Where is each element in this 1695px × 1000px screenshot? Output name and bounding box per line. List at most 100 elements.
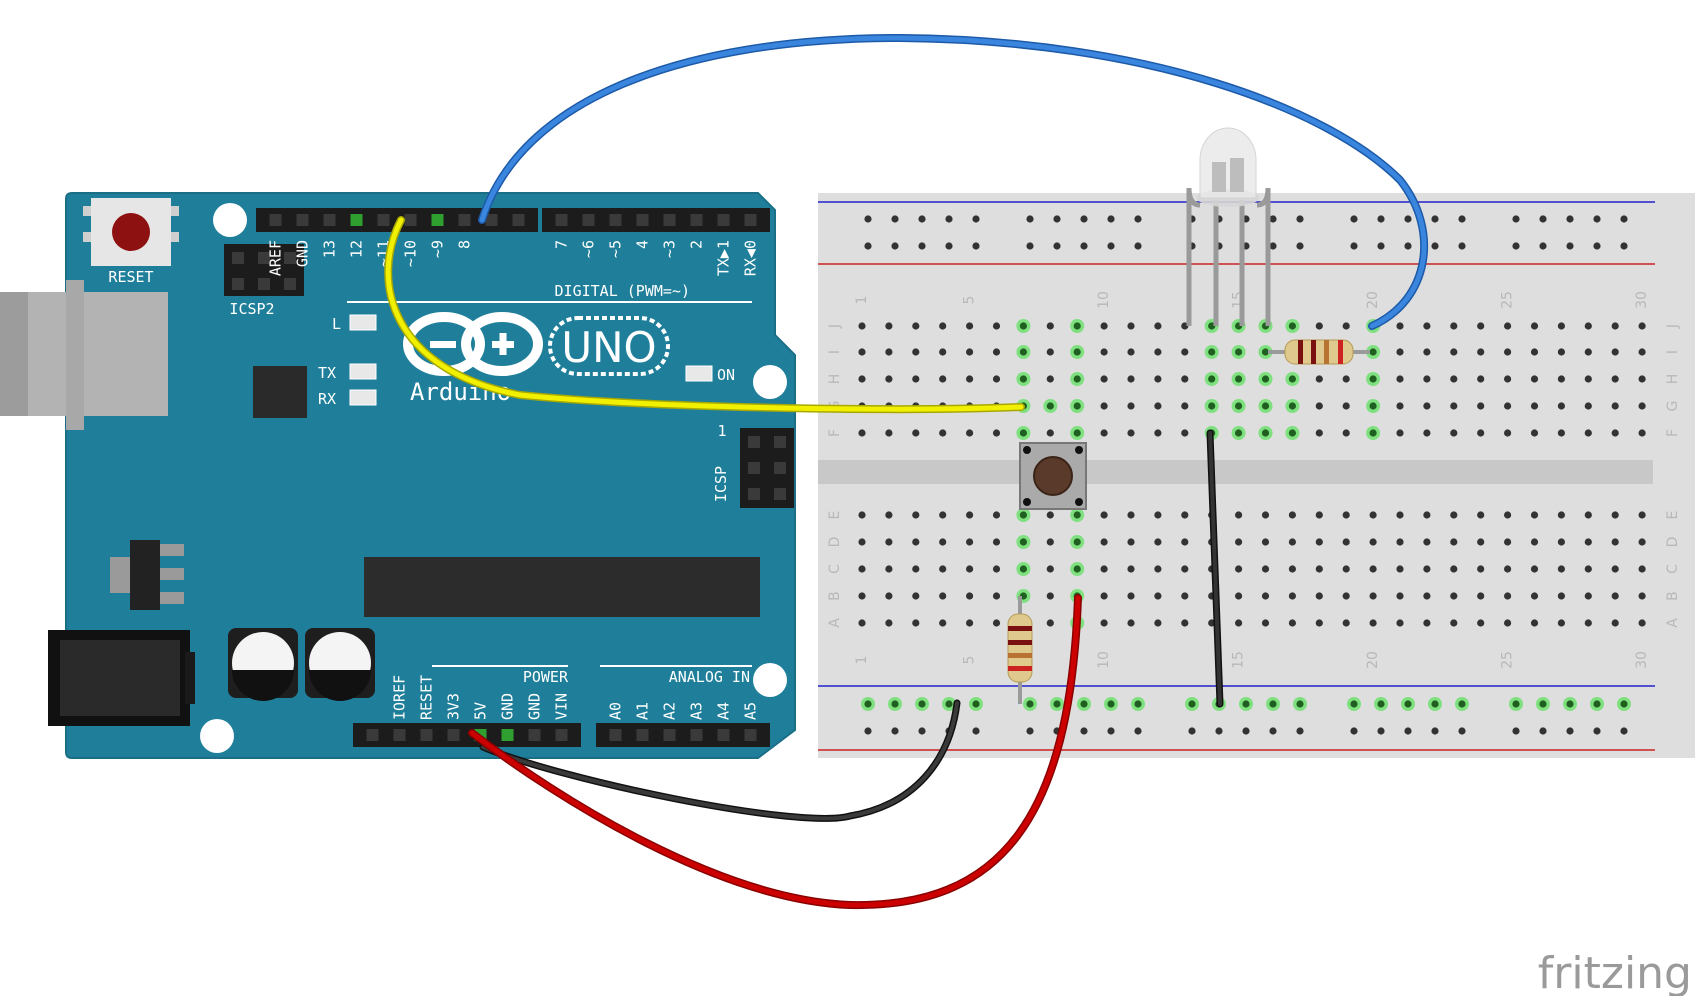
rail-hole xyxy=(864,215,872,223)
breadboard-hole xyxy=(1046,511,1054,519)
header-pin[interactable] xyxy=(458,214,471,226)
voltage-regulator xyxy=(110,540,184,610)
rail-hole xyxy=(972,242,980,250)
breadboard-hole xyxy=(1504,565,1512,573)
breadboard-hole xyxy=(1611,565,1619,573)
microcontroller-chip xyxy=(364,557,760,617)
breadboard-hole xyxy=(1611,592,1619,600)
column-number: 10 xyxy=(1096,651,1112,669)
rail-hole xyxy=(945,242,953,250)
breadboard-hole xyxy=(966,538,974,546)
header-pin[interactable] xyxy=(501,729,514,741)
breadboard-hole xyxy=(1154,538,1162,546)
header-pin[interactable] xyxy=(636,729,649,741)
breadboard-hole xyxy=(1342,565,1350,573)
breadboard-hole xyxy=(1423,619,1431,627)
breadboard-hole xyxy=(1396,429,1404,437)
row-letter: F xyxy=(1665,429,1681,437)
breadboard-hole xyxy=(1315,619,1323,627)
push-button-cap[interactable] xyxy=(1033,456,1073,496)
breadboard-hole xyxy=(1127,538,1135,546)
digital-pin-label: 12 xyxy=(348,240,366,258)
breadboard-hole xyxy=(1315,565,1323,573)
digital-pin-label: 4 xyxy=(634,240,652,249)
header-pin[interactable] xyxy=(663,214,676,226)
breadboard-hole xyxy=(1073,429,1081,437)
header-pin[interactable] xyxy=(744,729,757,741)
header-pin[interactable] xyxy=(393,729,406,741)
header-pin[interactable] xyxy=(269,214,282,226)
header-pin[interactable] xyxy=(404,214,417,226)
header-pin[interactable] xyxy=(447,729,460,741)
breadboard-hole xyxy=(1530,619,1539,627)
rail-hole xyxy=(891,215,899,223)
rail-hole xyxy=(1404,727,1412,735)
breadboard-hole xyxy=(1100,511,1108,519)
row-letter: E xyxy=(1665,511,1681,520)
breadboard-hole xyxy=(1235,402,1243,410)
breadboard-hole xyxy=(992,619,1001,627)
rail-hole xyxy=(1269,242,1277,250)
header-pin[interactable] xyxy=(528,729,541,741)
rail-hole xyxy=(1593,727,1601,735)
header-pin[interactable] xyxy=(582,214,595,226)
column-number: 5 xyxy=(962,656,978,665)
breadboard-hole xyxy=(1019,375,1027,383)
reset-button-cap[interactable] xyxy=(112,213,150,251)
header-pin[interactable] xyxy=(420,729,433,741)
led-rx xyxy=(349,389,377,406)
icsp-pin xyxy=(774,488,786,500)
digital-pin-label: TX▶1 xyxy=(715,240,733,276)
header-pin[interactable] xyxy=(431,214,444,226)
header-pin[interactable] xyxy=(485,214,498,226)
breadboard-hole xyxy=(1638,592,1646,600)
header-pin[interactable] xyxy=(744,214,757,226)
push-button[interactable] xyxy=(1019,442,1087,510)
header-pin[interactable] xyxy=(323,214,336,226)
breadboard-hole xyxy=(858,565,866,573)
breadboard-hole xyxy=(1181,402,1189,410)
header-pin[interactable] xyxy=(609,729,622,741)
header-pin[interactable] xyxy=(663,729,676,741)
breadboard-hole xyxy=(1261,538,1270,546)
header-pin[interactable] xyxy=(690,729,703,741)
breadboard-hole xyxy=(1504,619,1512,627)
header-pin[interactable] xyxy=(636,214,649,226)
breadboard-hole xyxy=(1154,375,1162,383)
header-pin[interactable] xyxy=(350,214,363,226)
header-pin[interactable] xyxy=(717,214,730,226)
header-pin[interactable] xyxy=(366,729,379,741)
breadboard-hole xyxy=(1396,375,1404,383)
breadboard-hole xyxy=(1261,511,1270,519)
breadboard-hole xyxy=(1315,592,1323,600)
breadboard-hole xyxy=(966,511,974,519)
header-pin[interactable] xyxy=(296,214,309,226)
reset-button[interactable] xyxy=(83,198,179,266)
breadboard-hole xyxy=(1611,619,1619,627)
breadboard-hole xyxy=(1288,429,1296,437)
header-pin[interactable] xyxy=(717,729,730,741)
rail-hole xyxy=(1080,727,1088,735)
breadboard-hole xyxy=(1100,348,1108,356)
power-pin-label: 3V3 xyxy=(445,693,463,720)
header-pin[interactable] xyxy=(377,214,390,226)
header-pin[interactable] xyxy=(555,729,568,741)
icsp2-pin xyxy=(284,252,296,264)
rail-hole xyxy=(1539,727,1547,735)
header-pin[interactable] xyxy=(690,214,703,226)
breadboard-hole xyxy=(1235,592,1243,600)
breadboard-hole xyxy=(1557,348,1565,356)
analog-pin-label: A4 xyxy=(715,702,733,720)
header-pin[interactable] xyxy=(512,214,525,226)
rail-hole xyxy=(1269,215,1277,223)
digital-header xyxy=(256,208,770,232)
breadboard-hole xyxy=(1557,322,1565,330)
digital-pin-label: AREF xyxy=(267,240,285,276)
breadboard-hole xyxy=(1046,619,1054,627)
header-pin[interactable] xyxy=(609,214,622,226)
header-pin[interactable] xyxy=(555,214,568,226)
rail-hole xyxy=(918,215,926,223)
arduino-model: UNO xyxy=(561,323,656,372)
rail-hole xyxy=(1593,215,1601,223)
row-letter: H xyxy=(827,374,843,385)
